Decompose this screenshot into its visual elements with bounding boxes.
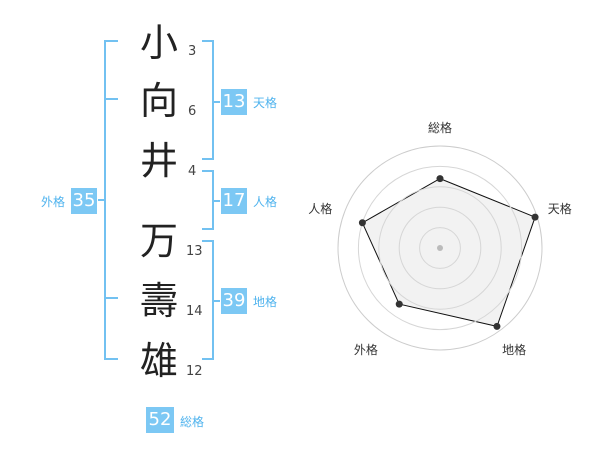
- radar-point: [436, 175, 444, 183]
- stroke-count: 3: [188, 44, 197, 59]
- radar-points: [358, 175, 539, 330]
- chikaku-label: 地格: [253, 295, 278, 309]
- radar-point: [531, 213, 539, 221]
- outer-bracket-tick-2: [104, 297, 118, 299]
- radar-point: [395, 300, 403, 308]
- name-char: 小: [139, 21, 178, 65]
- tenkaku-bracket: [202, 40, 214, 160]
- gaikaku-value: 35: [71, 188, 97, 214]
- radar-point: [493, 322, 501, 330]
- tenkaku-label: 天格: [253, 96, 278, 110]
- name-char: 雄: [139, 339, 178, 383]
- name-char: 壽: [139, 279, 178, 323]
- radar-ring: [398, 206, 482, 290]
- name-char: 万: [139, 219, 178, 263]
- radar-axis-label: 天格: [548, 201, 572, 216]
- outer-bracket-connector: [98, 199, 106, 201]
- soukaku-value: 52: [146, 407, 174, 433]
- radar-axis-label: 外格: [354, 342, 378, 357]
- stroke-count: 13: [186, 244, 203, 259]
- jinkaku-value: 17: [221, 188, 247, 214]
- stroke-count: 14: [186, 304, 203, 319]
- jinkaku-connector: [213, 200, 220, 202]
- radar-center-dot: [437, 245, 443, 251]
- outer-bracket-tick-1: [104, 98, 118, 100]
- gaikaku-label: 外格: [41, 195, 66, 209]
- stroke-count: 6: [188, 104, 197, 119]
- stroke-count: 12: [186, 364, 203, 379]
- radar-axis-label: 総格: [428, 120, 452, 135]
- soukaku-label: 総格: [180, 415, 205, 429]
- outer-bracket: [104, 40, 118, 360]
- radar-axis-label: 地格: [502, 342, 526, 357]
- radar-ring: [357, 165, 523, 331]
- name-char: 井: [139, 139, 178, 183]
- chikaku-value: 39: [221, 288, 247, 314]
- radar-axis-label: 人格: [308, 201, 332, 216]
- radar-point: [358, 219, 366, 227]
- tenkaku-value: 13: [221, 89, 247, 115]
- tenkaku-connector: [213, 101, 220, 103]
- name-char: 向: [139, 79, 178, 123]
- chikaku-connector: [213, 300, 220, 302]
- stroke-count: 4: [188, 164, 197, 179]
- radar-ring: [419, 227, 461, 269]
- radar-ring: [378, 186, 502, 310]
- jinkaku-label: 人格: [253, 195, 278, 209]
